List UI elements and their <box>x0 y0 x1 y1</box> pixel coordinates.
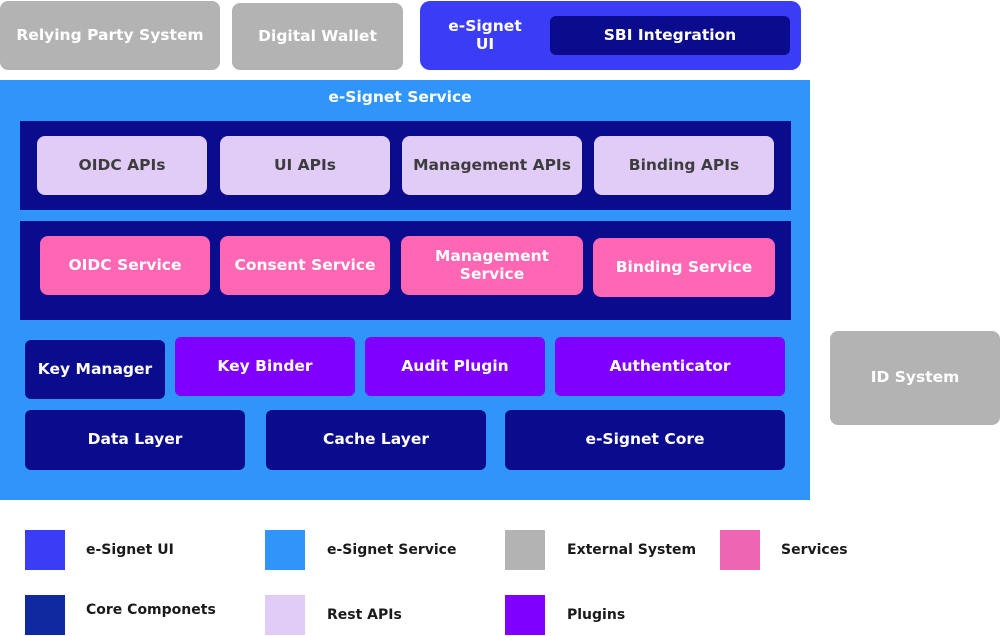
management-service-box: Management Service <box>401 236 583 295</box>
sbi-integration-box: SBI Integration <box>550 16 790 55</box>
authenticator-box: Authenticator <box>555 337 785 396</box>
legend-swatch-rest-apis <box>265 595 305 635</box>
legend-swatch-esignet-service <box>265 530 305 570</box>
management-apis-box: Management APIs <box>402 136 582 195</box>
data-layer-box: Data Layer <box>25 410 245 470</box>
legend-label-plugins: Plugins <box>567 607 626 623</box>
legend-label-services: Services <box>781 542 848 558</box>
key-manager-box: Key Manager <box>25 340 165 399</box>
audit-plugin-box: Audit Plugin <box>365 337 545 396</box>
binding-service-box: Binding Service <box>593 238 775 297</box>
legend-swatch-esignet-ui <box>25 530 65 570</box>
digital-wallet-box: Digital Wallet <box>232 3 403 70</box>
legend-label-esignet-ui: e-Signet UI <box>86 542 174 558</box>
esignet-ui-label: e-Signet UI <box>448 17 522 53</box>
esignet-core-box: e-Signet Core <box>505 410 785 470</box>
legend-swatch-services <box>720 530 760 570</box>
legend-label-core-components: Core Componets <box>86 602 216 618</box>
ui-apis-box: UI APIs <box>220 136 390 195</box>
oidc-apis-box: OIDC APIs <box>37 136 207 195</box>
key-binder-box: Key Binder <box>175 337 355 396</box>
esignet-service-title: e-Signet Service <box>328 88 472 106</box>
oidc-service-box: OIDC Service <box>40 236 210 295</box>
legend-swatch-core-components <box>25 595 65 635</box>
legend-label-external-system: External System <box>567 542 697 558</box>
consent-service-box: Consent Service <box>220 236 390 295</box>
binding-apis-box: Binding APIs <box>594 136 774 195</box>
id-system-box: ID System <box>830 331 1000 425</box>
legend-label-rest-apis: Rest APIs <box>327 607 402 623</box>
legend-swatch-plugins <box>505 595 545 635</box>
cache-layer-box: Cache Layer <box>266 410 486 470</box>
legend-label-esignet-service: e-Signet Service <box>327 542 457 558</box>
relying-party-system-box: Relying Party System <box>0 1 220 70</box>
legend-swatch-external-system <box>505 530 545 570</box>
